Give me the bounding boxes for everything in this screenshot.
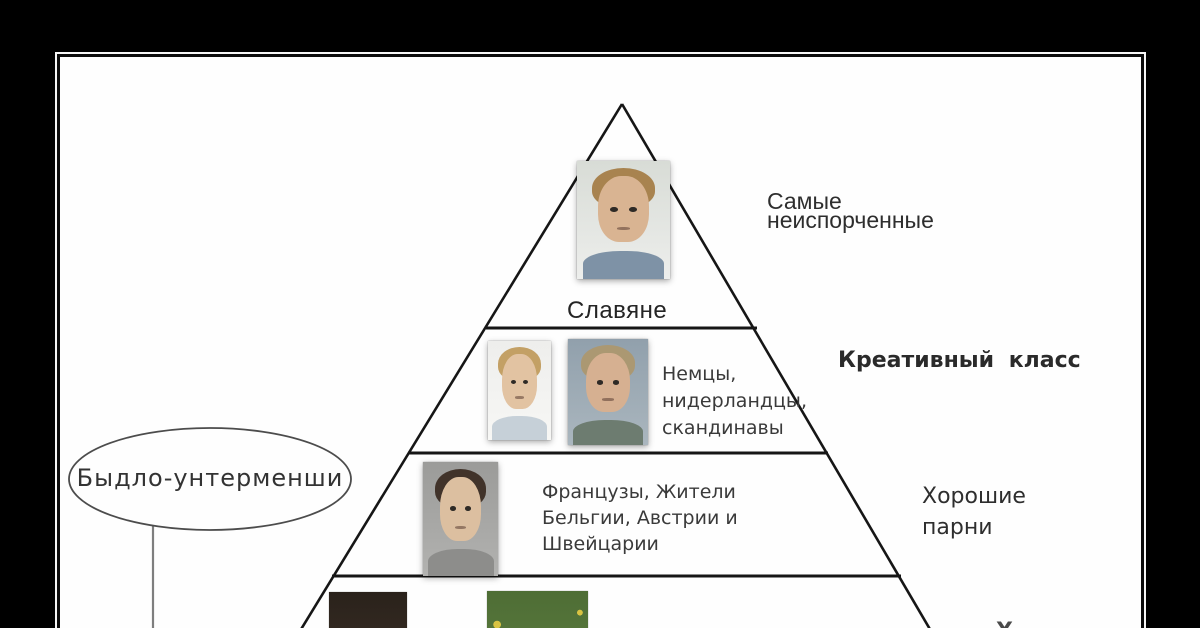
portrait-dark-haired-man [423,462,498,576]
portrait-slavic-man [577,161,670,279]
tier2-inside-label: Немцы, нидерландцы, скандинавы [662,363,807,439]
tier3-inside-label: Французы, Жители Бельгии, Австрии и Швей… [542,481,738,555]
tier1-right-label: Самые неиспорченные [767,188,934,233]
tier1-inside-label: Славяне [567,297,668,324]
portrait-older-tanned-man-cropped [329,592,407,628]
portrait-older-blond-man [568,339,648,445]
tier2-right-label: Креативный класс [838,348,1081,373]
portrait-young-blond-man [488,341,551,440]
tier3-right-label: Хорошие парни [922,484,1026,540]
tier4-right-label-clipped: Х [996,619,1013,628]
portrait-bald-old-man-cropped [487,591,588,628]
bydlo-ellipse-label: Быдло-унтерменши [76,464,344,492]
